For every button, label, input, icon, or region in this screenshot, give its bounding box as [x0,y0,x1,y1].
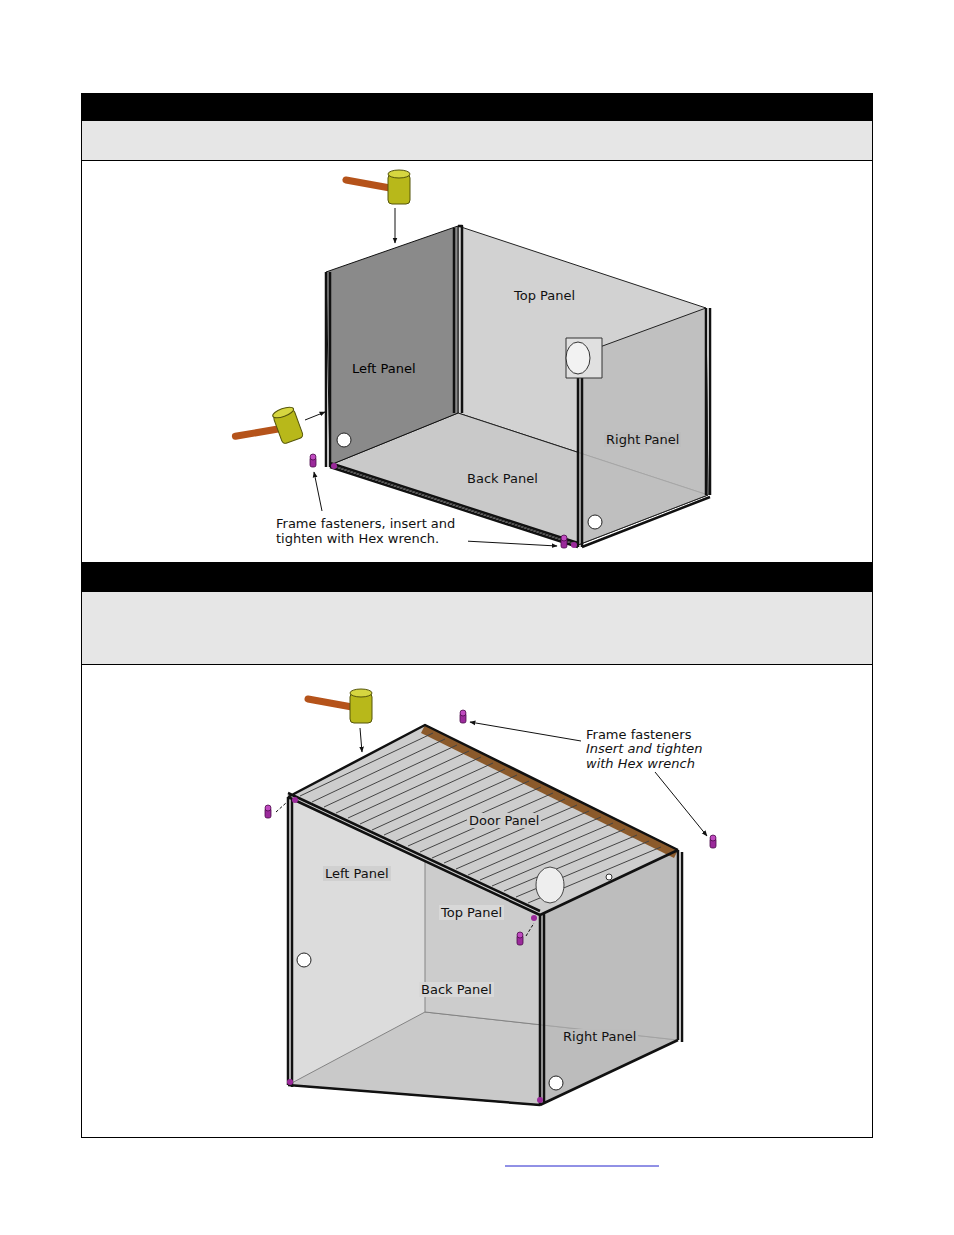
part-label: Top Panel [439,905,504,920]
part-label: Left Panel [350,361,418,376]
part-label: Right Panel [561,1029,638,1044]
step-bar [82,121,873,161]
header-bar [81,562,873,591]
part-label: Back Panel [465,471,540,486]
open-box-figure [232,170,710,548]
part-label: Top Panel [512,288,577,303]
part-label: Left Panel [323,866,391,881]
figure-frame [82,665,873,1138]
link-underline [505,1166,659,1167]
part-label: Right Panel [604,432,681,447]
part-label: Frame fasteners [584,727,693,742]
part-label: Frame fasteners, insert and tighten with… [274,516,468,546]
part-label: Door Panel [467,813,541,828]
step-bar [82,592,873,665]
part-label: Back Panel [419,982,494,997]
part-label: Insert and tighten with Hex wrench [584,741,728,771]
header-bar [81,93,873,120]
figure-frame [82,161,873,563]
